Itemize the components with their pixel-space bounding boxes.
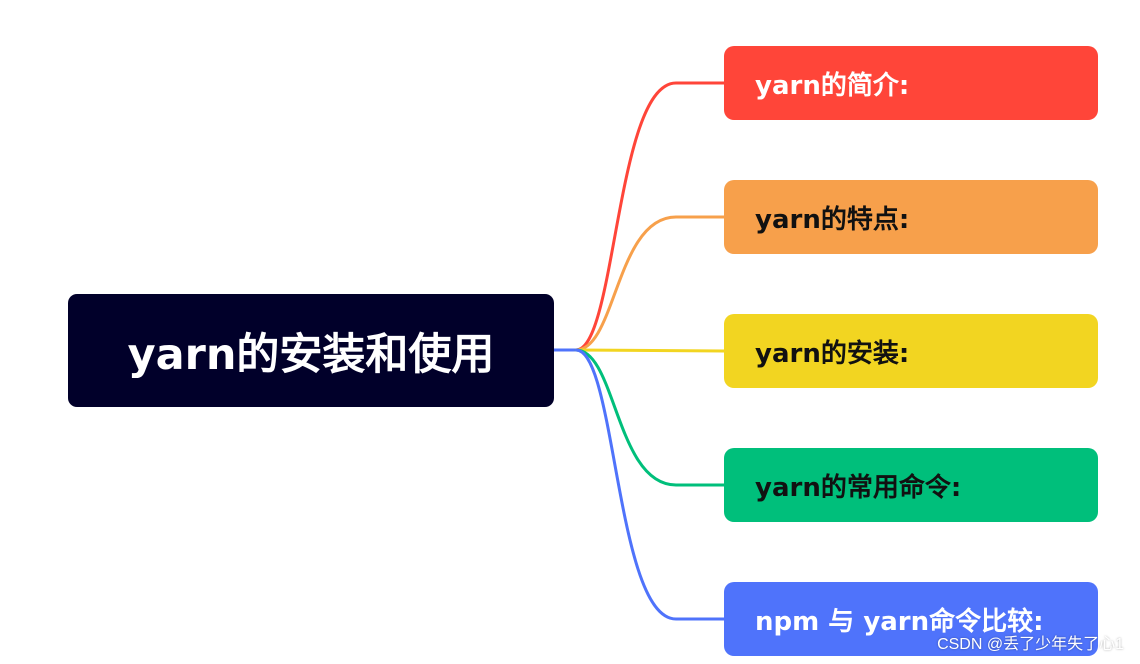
branch-node-npm-vs-yarn[interactable]: npm 与 yarn命令比较: <box>724 582 1098 656</box>
watermark: CSDN @丢了少年失了心1 <box>937 636 1124 653</box>
branch-node-features[interactable]: yarn的特点: <box>724 180 1098 254</box>
branch-node-common-commands[interactable]: yarn的常用命令: <box>724 448 1098 522</box>
branch-label: yarn的特点: <box>755 204 910 235</box>
root-node-label: yarn的安装和使用 <box>127 329 495 380</box>
connector-line-3 <box>574 348 726 487</box>
branch-label: yarn的安装: <box>755 338 910 369</box>
branch-node-install[interactable]: yarn的安装: <box>724 314 1098 388</box>
connector-line-1 <box>574 215 726 352</box>
connector-line-2 <box>574 348 726 353</box>
connector-line-4 <box>574 348 726 621</box>
root-node[interactable]: yarn的安装和使用 <box>68 294 554 407</box>
branch-label: yarn的常用命令: <box>755 472 962 503</box>
branch-label: yarn的简介: <box>755 70 910 101</box>
branch-node-intro[interactable]: yarn的简介: <box>724 46 1098 120</box>
connector-line-0 <box>574 81 726 352</box>
branch-label: npm 与 yarn命令比较: <box>755 606 1044 637</box>
